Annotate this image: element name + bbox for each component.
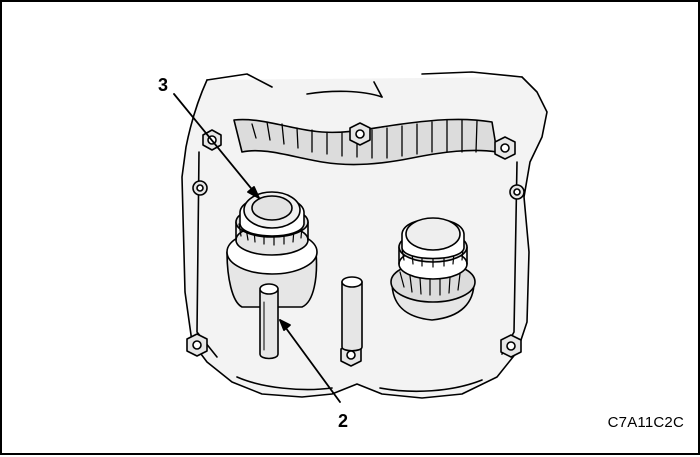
left-camshaft-assembly [226, 191, 318, 308]
center-stud [341, 276, 363, 352]
right-camshaft-assembly [390, 217, 476, 321]
callout-label-3: 3 [158, 75, 169, 95]
callout-label-2: 2 [338, 411, 349, 431]
figure-code: C7A11C2C [607, 414, 684, 431]
leader-line-2 [279, 319, 341, 403]
leader-line-3 [173, 93, 260, 199]
locking-pin [259, 283, 279, 360]
